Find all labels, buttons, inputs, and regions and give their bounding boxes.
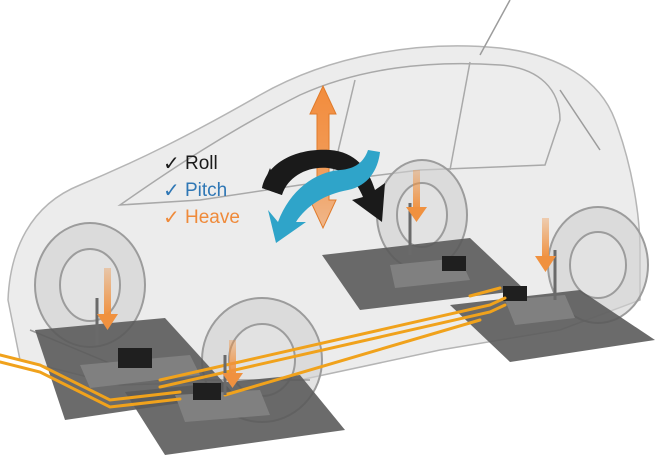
motion-legend: ✓ Roll ✓ Pitch ✓ Heave	[163, 150, 240, 231]
legend-item-pitch: ✓ Pitch	[163, 177, 240, 204]
legend-label-heave: Heave	[185, 207, 240, 228]
pitch-arrow-icon	[268, 150, 380, 243]
check-icon: ✓	[163, 178, 180, 202]
legend-item-roll: ✓ Roll	[163, 150, 240, 177]
legend-item-heave: ✓ Heave	[163, 204, 240, 231]
platform-front-right	[125, 375, 345, 455]
platform-rear-left	[322, 238, 525, 310]
actuator-arrow-3	[406, 170, 427, 222]
check-icon: ✓	[163, 151, 180, 175]
hydraulic-lines	[0, 286, 507, 409]
actuator-arrow-4	[535, 218, 556, 272]
check-icon: ✓	[163, 205, 180, 229]
actuator-arrow-1	[97, 268, 118, 330]
legend-label-roll: Roll	[185, 153, 218, 174]
actuator-arrow-2	[222, 340, 243, 388]
legend-label-pitch: Pitch	[185, 180, 228, 201]
